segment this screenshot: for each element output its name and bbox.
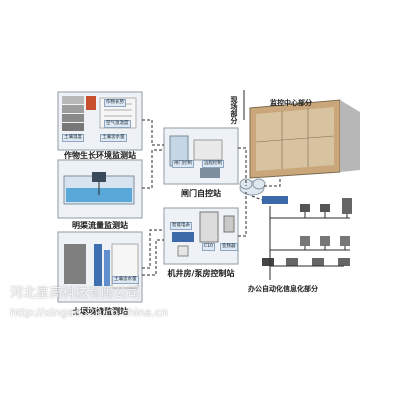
pump-tag-a: C10: [202, 243, 215, 251]
gate-station-label: 闸门自控站: [181, 189, 221, 198]
server-device-2: [342, 198, 352, 214]
gate-tag-a: 闸门控制: [172, 160, 194, 168]
crop-tag-b: 空气温湿度: [104, 120, 131, 128]
soil-layer-3: [62, 114, 84, 122]
network-cloud-puff-1: [239, 178, 253, 190]
channel-station-label: 明渠流量监测站: [72, 221, 128, 230]
soil-column: [64, 244, 86, 284]
crop-device-box: [86, 96, 96, 110]
link-cloud-center: [264, 178, 281, 187]
field-section-label: 现场部分: [230, 96, 238, 124]
server-device-1: [320, 204, 330, 212]
pc-device-1: [300, 236, 310, 246]
link-gate-cloud: [238, 147, 247, 186]
pump-unit: [172, 232, 194, 242]
link-soil-pump-2: [142, 239, 164, 276]
soil-layer-1: [62, 96, 84, 104]
crop-tag-a: 作物长势: [104, 99, 126, 107]
soil-probe-2: [104, 250, 110, 286]
wall-grid-h1: [255, 135, 335, 143]
pc-device-2: [320, 236, 330, 246]
pump-tag-b: 智能电表: [170, 222, 192, 230]
gate-tag-b: 远程控制: [202, 160, 224, 168]
link-channel-gate: [142, 149, 164, 189]
office-device-4: [338, 258, 350, 266]
gate-controller: [193, 139, 223, 161]
gate-base: [200, 168, 220, 178]
soil-station-label: 土壤墒情监测站: [72, 307, 128, 316]
soil-layer-2: [62, 105, 84, 113]
soil-water-tag-2: 土壤含水量: [112, 276, 139, 284]
link-pump-cloud: [238, 192, 247, 237]
link-soil-pump: [142, 229, 164, 269]
link-cloud-router: [251, 195, 263, 201]
link-crop-gate: [142, 119, 164, 146]
soil-water-tag-1: 土壤含水量: [100, 134, 127, 142]
pump-station-label: 机井房/泵房控制站: [167, 269, 235, 278]
office-device-1: [262, 258, 274, 266]
pump-meter-box: [223, 215, 235, 233]
office-section-label: 办公自动化信息化部分: [248, 285, 318, 293]
pump-controller: [177, 245, 189, 257]
office-device-3: [312, 258, 324, 266]
office-device-2: [286, 258, 298, 266]
soil-layer-4: [62, 123, 84, 131]
network-cloud-puff-2: [252, 178, 266, 190]
router-device: [262, 196, 288, 204]
pump-tag-c: 变频器: [220, 243, 238, 251]
crop-station-label: 作物生长环境监测站: [64, 151, 136, 160]
printer-device: [300, 204, 310, 212]
soil-probe-1: [94, 244, 102, 286]
soil-temp-tag: 土壤温度: [62, 134, 84, 142]
channel-sensor: [92, 172, 106, 182]
pump-cabinet: [199, 211, 219, 243]
pc-device-3: [340, 236, 350, 246]
monitoring-center-label: 监控中心部分: [270, 99, 312, 107]
wall-side: [340, 100, 360, 172]
